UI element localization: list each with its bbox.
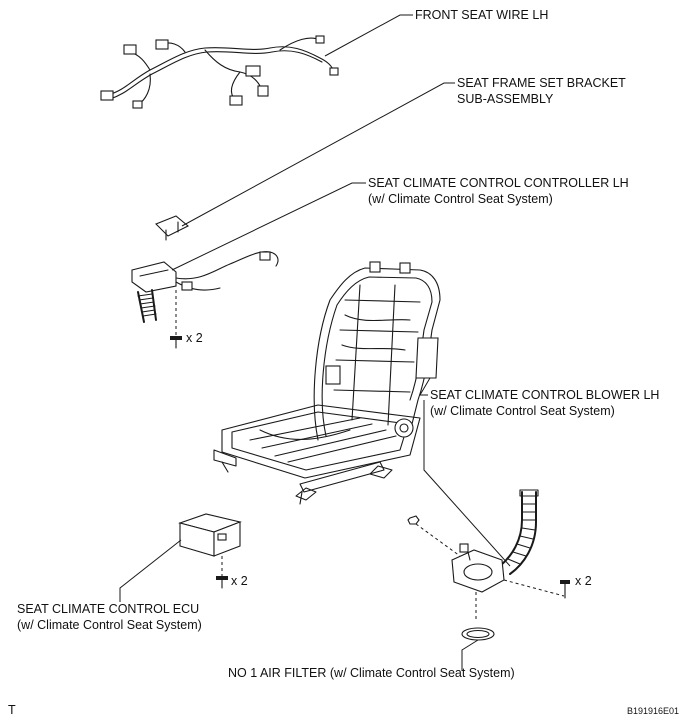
ecu-box <box>178 513 242 589</box>
label-blower-line2: (w/ Climate Control Seat System) <box>430 404 615 418</box>
controller-bracket-assembly <box>131 215 279 349</box>
label-ecu-line2: (w/ Climate Control Seat System) <box>17 618 202 632</box>
figure-code: B191916E01 <box>627 706 680 716</box>
blower-assembly <box>407 489 570 641</box>
label-controller-bolt-count: x 2 <box>186 331 203 345</box>
label-air-filter: NO 1 AIR FILTER (w/ Climate Control Seat… <box>228 666 515 680</box>
label-seat-frame-bracket-line1: SEAT FRAME SET BRACKET <box>457 76 626 90</box>
corner-mark: T <box>8 703 16 717</box>
label-blower-line1: SEAT CLIMATE CONTROL BLOWER LH <box>430 388 660 402</box>
label-ecu-line1: SEAT CLIMATE CONTROL ECU <box>17 602 200 616</box>
label-controller-line1: SEAT CLIMATE CONTROL CONTROLLER LH <box>368 176 629 190</box>
label-controller-line2: (w/ Climate Control Seat System) <box>368 192 553 206</box>
label-front-seat-wire: FRONT SEAT WIRE LH <box>415 8 549 22</box>
label-ecu-bolt-count: x 2 <box>231 574 248 588</box>
front-seat-wire-harness <box>100 35 339 109</box>
leader-lines <box>119 14 511 671</box>
label-seat-frame-bracket-line2: SUB-ASSEMBLY <box>457 92 554 106</box>
label-blower-bolt-count: x 2 <box>575 574 592 588</box>
seat-frame-assembly <box>213 261 441 505</box>
